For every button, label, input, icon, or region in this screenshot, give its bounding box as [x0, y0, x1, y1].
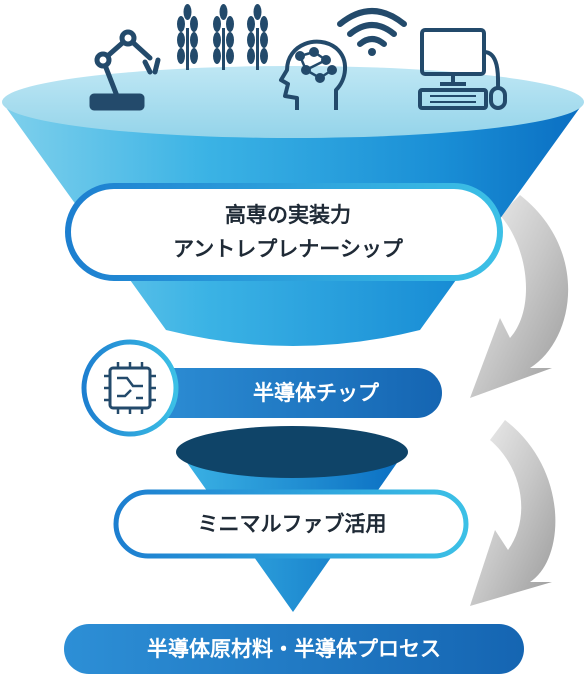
main-box-line2: アントレプレナーシップ: [173, 237, 403, 261]
robot-arm-icon: [89, 29, 161, 111]
main-box-line1: 高専の実装力: [225, 203, 351, 227]
chip-badge: [81, 339, 179, 437]
bottom-pill: [64, 624, 524, 674]
main-box: [65, 183, 503, 281]
large-funnel-rim: [2, 66, 584, 138]
wheat-icon: [177, 4, 268, 70]
bottom-label: 半導体原材料・半導体プロセス: [147, 637, 441, 661]
chip-icon: [104, 362, 156, 414]
minimal-fab-label: ミニマルファブ活用: [197, 512, 387, 536]
minimal-fab-box: [113, 489, 469, 559]
brain-head-icon: [279, 39, 347, 110]
computer-icon: [418, 28, 507, 110]
chip-pill: [140, 368, 442, 418]
gray-arrow-lower: [470, 420, 556, 606]
gray-arrow-upper: [470, 195, 569, 398]
main-box-text: 高専の実装力 アントレプレナーシップ: [78, 198, 498, 266]
small-funnel-rim: [176, 426, 408, 478]
wifi-icon: [337, 8, 407, 56]
chip-label: 半導体チップ: [253, 381, 379, 405]
